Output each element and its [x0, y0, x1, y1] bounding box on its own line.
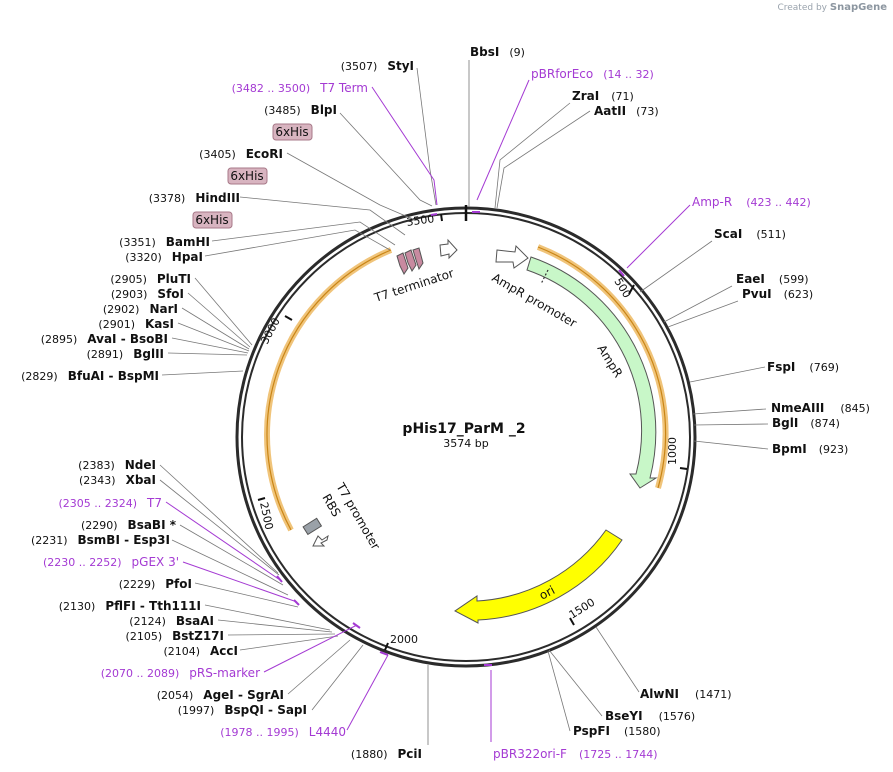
site-label-PciI: (1880)PciI	[351, 747, 422, 761]
site-label-PflFI-Tth111I: (2130)PflFI - Tth111I	[59, 599, 201, 613]
ampr-feature	[526, 256, 658, 489]
site-label-BlpI: (3485)BlpI	[264, 103, 337, 117]
svg-text:6xHis: 6xHis	[195, 213, 228, 227]
site-label-PfoI: (2229)PfoI	[119, 577, 192, 591]
site-label-BfuAI-BspMI: (2829)BfuAI - BspMI	[21, 369, 159, 383]
leader-lines-right-primers	[476, 79, 691, 742]
his-tag-3: 6xHis	[192, 211, 233, 229]
t7-terminator-label: T7 terminator	[372, 266, 456, 305]
site-label-AatII: AatII(73)	[594, 104, 659, 118]
right-labels: BbsI(9) pBRforEco(14 .. 32) ZraI(71) Aat…	[470, 45, 870, 761]
site-label-BpmI: BpmI(923)	[772, 442, 848, 456]
site-label-AccI: (2104)AccI	[163, 644, 238, 658]
tick-label-2500: 2500	[257, 501, 276, 531]
t7-promoter-arrow	[312, 534, 329, 547]
tick-label-2000: 2000	[390, 633, 418, 646]
site-label-NdeI: (2383)NdeI	[78, 458, 156, 472]
ampr-promoter-boundary	[540, 269, 549, 285]
site-label-BglI: BglI(874)	[772, 416, 840, 430]
site-label-BspQI-SapI: (1997)BspQI - SapI	[178, 703, 307, 717]
site-label-PluTI: (2905)PluTI	[110, 272, 191, 286]
tick-label-1500: 1500	[567, 596, 598, 622]
site-label-KasI: (2901)KasI	[98, 317, 174, 331]
site-label-PvuI: PvuI(623)	[742, 287, 813, 301]
site-label-SfoI: (2903)SfoI	[111, 287, 184, 301]
his-tag-1: 6xHis	[272, 123, 313, 141]
ori-label: ori	[537, 583, 557, 603]
rbs-box	[302, 517, 323, 536]
site-label-HindIII: (3378)HindIII	[149, 191, 240, 205]
t7-promoter-label: T7 promoter	[333, 480, 383, 552]
site-label-EaeI: EaeI(599)	[736, 272, 809, 286]
tick-label-1000: 1000	[666, 437, 679, 465]
left-labels: (3507)StyI (3482 .. 3500)T7 Term (3485)B…	[21, 59, 422, 761]
snapgene-logo: SnapGene	[829, 2, 887, 13]
scale-ticks	[257, 213, 688, 651]
svg-text:6xHis: 6xHis	[275, 125, 308, 139]
site-label-BseYI: BseYI(1576)	[605, 709, 695, 723]
leader-lines-left	[159, 67, 437, 745]
site-label-BsaAI: (2124)BsaAI	[129, 614, 214, 628]
site-label-BbsI: BbsI(9)	[470, 45, 525, 59]
site-label-ZraI: ZraI(71)	[572, 89, 634, 103]
ori-feature	[454, 529, 623, 624]
site-label-StyI: (3507)StyI	[341, 59, 414, 73]
site-label-NmeAIII: NmeAIII(845)	[771, 401, 870, 415]
site-label-pGEX-3: (2230 .. 2252)pGEX 3'	[43, 555, 179, 569]
site-label-T7-Term: (3482 .. 3500)T7 Term	[232, 81, 368, 95]
site-label-AgeI-SgrAI: (2054)AgeI - SgrAI	[157, 688, 284, 702]
plasmid-size: 3574 bp	[443, 437, 488, 450]
site-label-NarI: (2902)NarI	[103, 302, 178, 316]
site-label-BamHI: (3351)BamHI	[119, 235, 210, 249]
his-tag-2: 6xHis	[227, 167, 268, 185]
site-label-PspFI: PspFI(1580)	[573, 724, 661, 738]
site-label-XbaI: (2343)XbaI	[79, 473, 156, 487]
site-label-EcoRI: (3405)EcoRI	[199, 147, 283, 161]
site-label-BsmBI-Esp3I: (2231)BsmBI - Esp3I	[31, 533, 170, 547]
site-label-BstZ17I: (2105)BstZ17I	[126, 629, 224, 643]
orange-arc-left	[264, 247, 393, 532]
svg-text:6xHis: 6xHis	[230, 169, 263, 183]
site-label-Amp-R: Amp-R(423 .. 442)	[692, 195, 811, 209]
site-label-BsaBI: (2290)BsaBI *	[81, 518, 177, 532]
site-label-pBRforEco: pBRforEco(14 .. 32)	[531, 67, 654, 81]
t7-terminator-hollow-arrow	[439, 238, 458, 260]
leader-lines-right	[468, 60, 769, 732]
snapgene-credit: Created by SnapGene	[777, 2, 887, 13]
site-label-HpaI: (3320)HpaI	[125, 250, 203, 264]
site-label-pBR322ori-F: pBR322ori-F(1725 .. 1744)	[493, 747, 658, 761]
tick-label-3500: 3500	[406, 212, 436, 229]
site-label-AlwNI: AlwNI(1471)	[640, 687, 732, 701]
site-label-pRS-marker: (2070 .. 2089)pRS-marker	[101, 666, 260, 680]
plasmid-name: pHis17_ParM _2	[402, 421, 525, 437]
t7-terminator-arrows	[396, 247, 424, 275]
site-label-ScaI: ScaI(511)	[714, 227, 786, 241]
site-label-L4440: (1978 .. 1995)L4440	[220, 725, 346, 739]
ampr-promoter-arrow	[495, 244, 529, 269]
site-label-AvaI-BsoBI: (2895)AvaI - BsoBI	[41, 332, 168, 346]
leader-lines-left-primers	[165, 86, 438, 731]
site-label-T7: (2305 .. 2324)T7	[58, 496, 162, 510]
site-label-BglII: (2891)BglII	[87, 347, 164, 361]
orange-arc-right	[536, 244, 669, 489]
site-label-FspI: FspI(769)	[767, 360, 839, 374]
